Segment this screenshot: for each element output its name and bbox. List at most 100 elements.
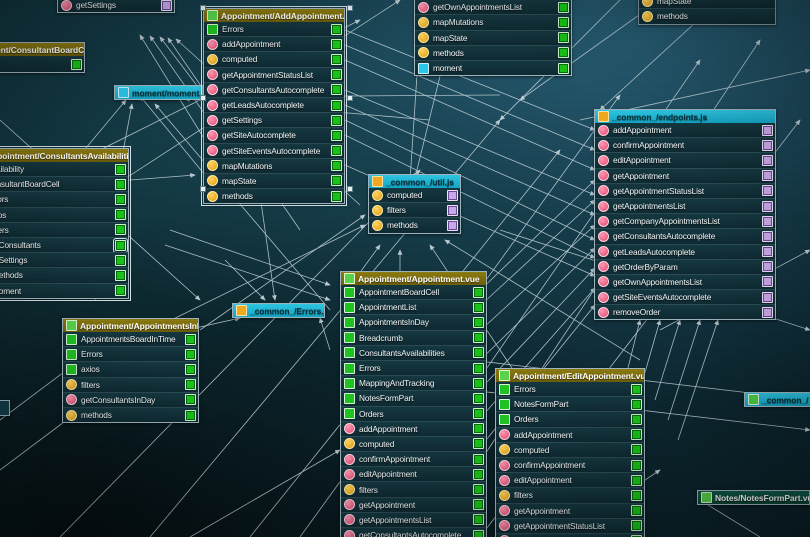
table-row[interactable]: getAppointmentStatusList [496, 517, 644, 533]
selection-handle[interactable] [200, 186, 206, 192]
node-title-bar[interactable]: Notes/NotesFormPart.vue [698, 491, 809, 504]
open-in-editor-icon[interactable] [331, 38, 342, 50]
node-moment-dts[interactable]: moment/moment.d.ts [114, 85, 203, 100]
open-in-editor-icon[interactable] [631, 444, 642, 456]
open-in-editor-icon[interactable] [473, 453, 484, 465]
table-row[interactable]: addAppointment [204, 36, 344, 52]
table-row[interactable]: axios [63, 361, 198, 377]
table-row[interactable]: getAppointment [341, 496, 486, 512]
table-row[interactable]: NotesFormPart [341, 390, 486, 406]
table-row[interactable]: vailability [0, 162, 128, 177]
open-in-editor-icon[interactable] [473, 332, 484, 344]
table-row[interactable]: getAppointmentStatusList [595, 182, 775, 198]
open-in-editor-icon[interactable] [631, 505, 642, 517]
table-row[interactable]: addAppointment [496, 426, 644, 442]
selection-handle[interactable] [347, 95, 353, 101]
table-row[interactable]: addAppointment [341, 420, 486, 436]
open-in-editor-icon[interactable] [473, 468, 484, 480]
open-in-editor-icon[interactable] [161, 0, 172, 11]
open-in-editor-icon[interactable] [762, 139, 773, 151]
open-in-editor-icon[interactable] [447, 219, 458, 231]
table-row[interactable]: getSettings [58, 0, 174, 13]
table-row[interactable]: getConsultantsAutocomplete [595, 228, 775, 244]
table-row[interactable]: methods [369, 217, 460, 233]
selection-handle[interactable] [347, 5, 353, 11]
open-in-editor-icon[interactable] [558, 62, 569, 74]
open-in-editor-icon[interactable] [762, 246, 773, 258]
node-title-bar[interactable]: Appointment/Appointment.vue [341, 272, 486, 285]
node-title-bar[interactable]: ppointment/ConsultantsAvailabilities.vue [0, 149, 128, 162]
table-row[interactable]: methods [0, 267, 128, 283]
table-row[interactable]: AppointmentBoardCell [341, 285, 486, 300]
table-row[interactable]: editAppointment [595, 152, 775, 168]
node-edit-appointment[interactable]: Appointment/EditAppointment.vue Errors N… [495, 368, 645, 537]
open-in-editor-icon[interactable] [473, 377, 484, 389]
open-in-editor-icon[interactable] [473, 499, 484, 511]
table-row[interactable]: etConsultants [0, 236, 128, 253]
open-in-editor-icon[interactable] [473, 484, 484, 496]
open-in-editor-icon[interactable] [631, 489, 642, 501]
open-in-editor-icon[interactable] [331, 99, 342, 111]
node-notes-form-part[interactable]: Notes/NotesFormPart.vue [697, 490, 810, 505]
open-in-editor-icon[interactable] [331, 69, 342, 81]
open-in-editor-icon[interactable] [115, 178, 126, 190]
open-in-editor-icon[interactable] [762, 261, 773, 273]
open-in-editor-icon[interactable] [113, 237, 128, 253]
table-row[interactable]: Breadcrumb [341, 329, 486, 345]
table-row[interactable]: Errors [341, 359, 486, 376]
table-row[interactable]: computed [204, 51, 344, 67]
table-row[interactable]: getLeadsAutocomplete [204, 96, 344, 113]
open-in-editor-icon[interactable] [115, 193, 126, 205]
open-in-editor-icon[interactable] [185, 379, 196, 391]
table-row[interactable]: methods [415, 44, 571, 60]
table-row[interactable]: editAppointment [341, 466, 486, 482]
table-row[interactable]: filters [63, 376, 198, 392]
table-row[interactable]: xios [0, 206, 128, 222]
table-row[interactable]: getCompanyAppointmentsList [595, 213, 775, 229]
open-in-editor-icon[interactable] [762, 291, 773, 303]
table-row[interactable]: getSiteEventsAutocomplete [595, 289, 775, 305]
open-in-editor-icon[interactable] [762, 185, 773, 197]
table-row[interactable]: getAppointmentsList [341, 511, 486, 527]
table-row[interactable]: moment [0, 282, 128, 298]
table-row[interactable]: getLeadsAutocomplete [595, 243, 775, 259]
open-in-editor-icon[interactable] [631, 413, 642, 425]
open-in-editor-icon[interactable] [115, 209, 126, 221]
table-row[interactable]: Orders [341, 405, 486, 421]
table-row[interactable]: onsultantBoardCell [0, 176, 128, 192]
open-in-editor-icon[interactable] [762, 124, 773, 136]
node-appointments-in-day[interactable]: Appointment/AppointmentsInDay.vue Appoin… [62, 318, 199, 424]
open-in-editor-icon[interactable] [185, 409, 196, 421]
table-row[interactable]: Errors [204, 22, 344, 37]
node-consultants-availabilities[interactable]: ppointment/ConsultantsAvailabilities.vue… [0, 146, 131, 301]
table-row[interactable]: methods [63, 406, 198, 423]
open-in-editor-icon[interactable] [115, 163, 126, 175]
table-row[interactable]: AppointmentsInDay [341, 314, 486, 330]
table-row[interactable]: AppointmentsBoardInTime [63, 332, 198, 347]
table-row[interactable]: Errors [496, 382, 644, 397]
table-row[interactable]: getAppointmentsList [496, 532, 644, 537]
node-common-right-partial[interactable]: _common_/ [744, 392, 810, 407]
table-row[interactable]: confirmAppointment [595, 137, 775, 153]
open-in-editor-icon[interactable] [331, 145, 342, 157]
table-row[interactable]: getAppointment [496, 502, 644, 518]
open-in-editor-icon[interactable] [447, 204, 458, 216]
open-in-editor-icon[interactable] [473, 514, 484, 526]
table-row[interactable]: mapMutations [204, 157, 344, 173]
table-row[interactable]: getAppointment [595, 167, 775, 183]
table-row[interactable]: etSettings [0, 252, 128, 268]
open-in-editor-icon[interactable] [473, 438, 484, 450]
table-row[interactable]: addAppointment [595, 123, 775, 138]
open-in-editor-icon[interactable] [185, 348, 196, 360]
open-in-editor-icon[interactable] [762, 276, 773, 288]
node-common-errors[interactable]: _common_/Errors.js [232, 303, 325, 318]
table-row[interactable]: AppointmentList [341, 299, 486, 315]
table-row[interactable]: computed [341, 435, 486, 452]
table-row[interactable]: computed [496, 441, 644, 457]
open-in-editor-icon[interactable] [558, 32, 569, 44]
open-in-editor-icon[interactable] [558, 16, 569, 28]
table-row[interactable]: rrors [0, 191, 128, 207]
open-in-editor-icon[interactable] [331, 160, 342, 172]
open-in-editor-icon[interactable] [71, 58, 82, 70]
